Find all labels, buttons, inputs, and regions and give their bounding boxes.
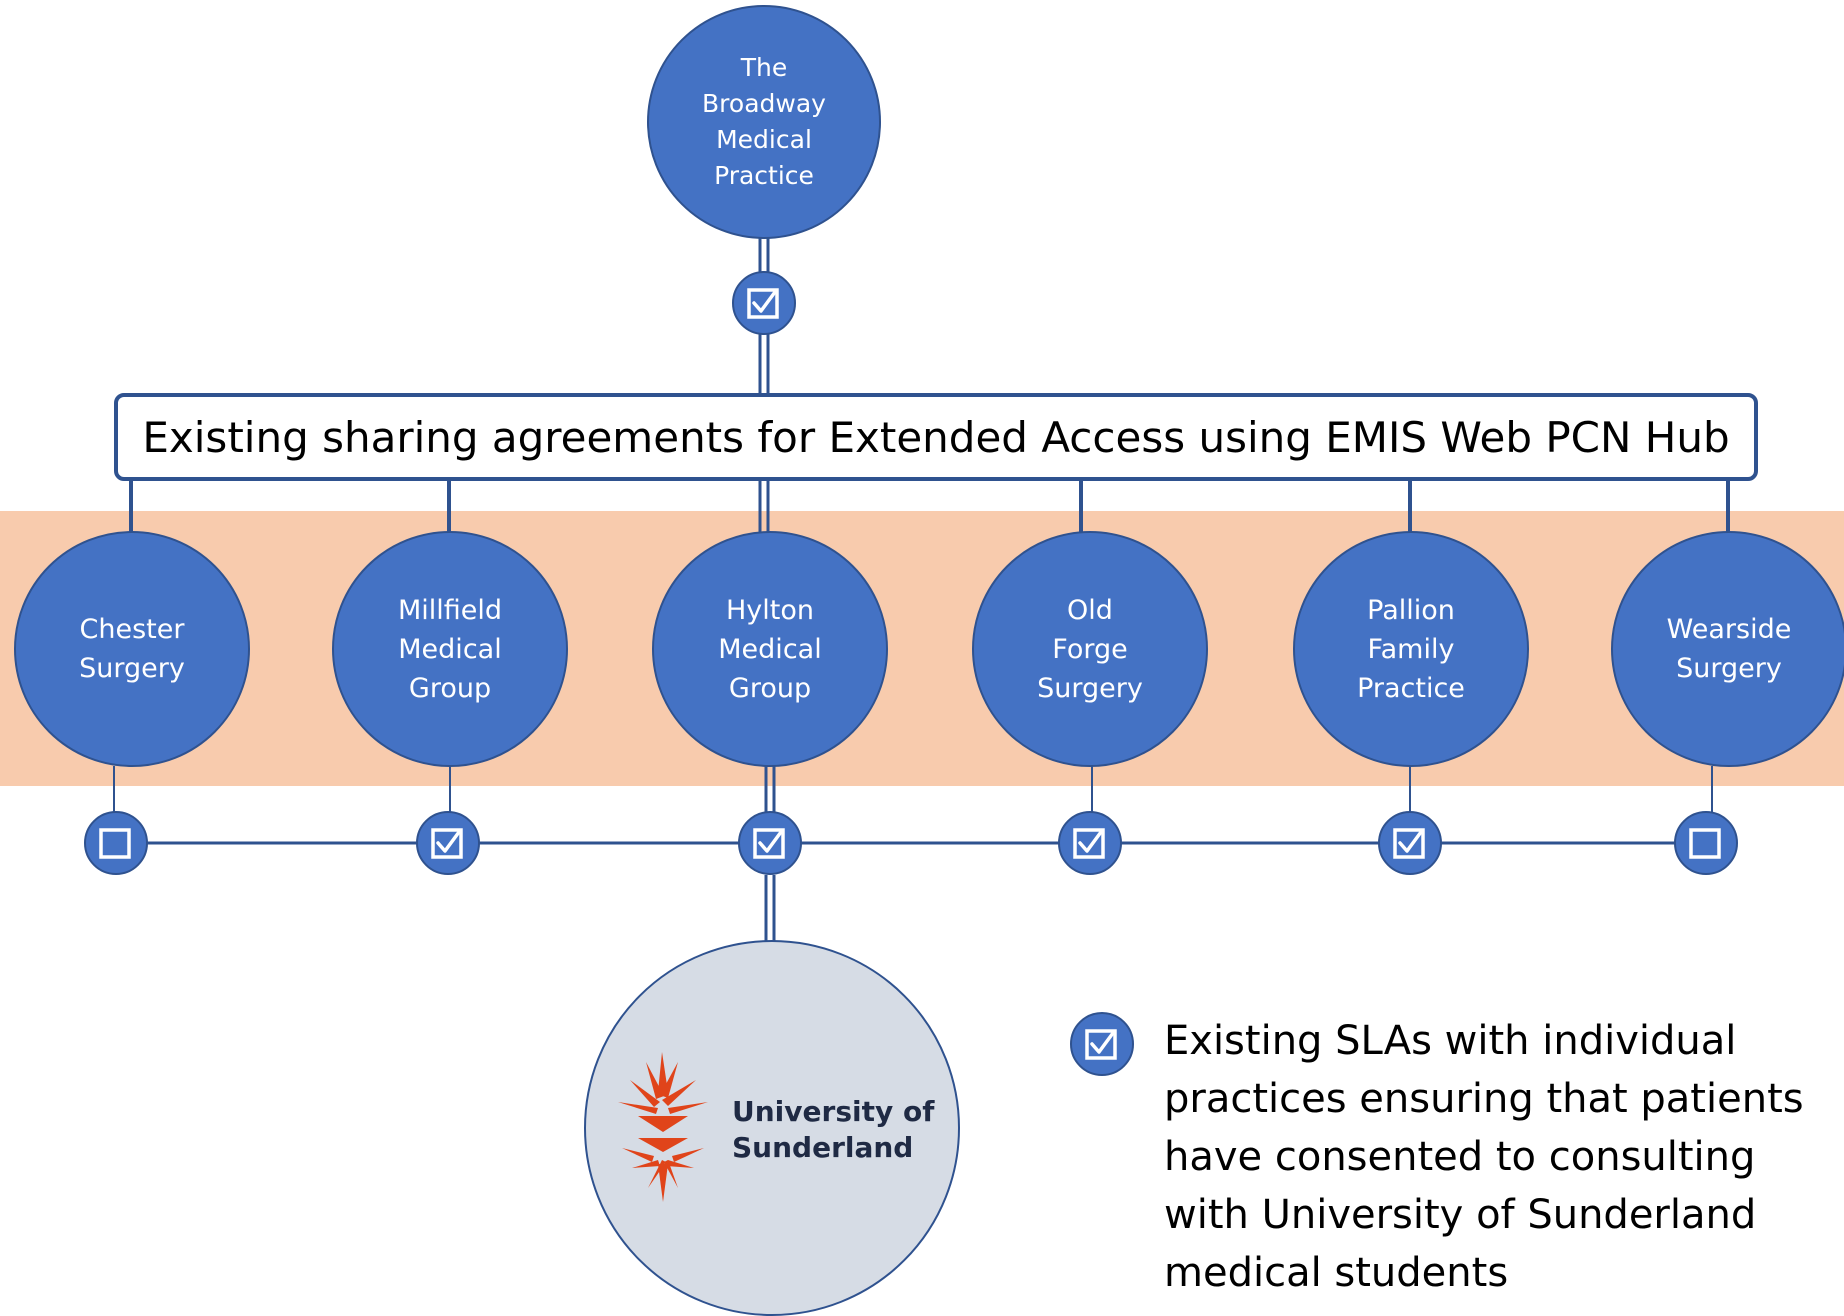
practice-pallion-family-practice: Pallion Family Practice: [1293, 531, 1529, 767]
university-logo-text: University of Sunderland: [732, 1095, 935, 1164]
practices-band: [0, 511, 1844, 786]
practice-old-forge-surgery: Old Forge Surgery: [972, 531, 1208, 767]
checkbox-checked-icon: [416, 811, 480, 875]
practice-hylton-medical-group: Hylton Medical Group: [652, 531, 888, 767]
practice-label: Wearside Surgery: [1666, 614, 1792, 684]
legend-text: Existing SLAs with individual practices …: [1164, 1018, 1804, 1296]
legend-checkbox-checked-icon: [1070, 1012, 1134, 1076]
practice-label: Hylton Medical Group: [718, 594, 822, 704]
university-node: University of Sunderland: [584, 940, 960, 1316]
practice-label: Millfield Medical Group: [397, 594, 503, 704]
checkbox-checked-icon: [1378, 811, 1442, 875]
broadway-label: The Broadway Medical Practice: [702, 53, 826, 190]
broadway-medical-practice-node: The Broadway Medical Practice: [647, 5, 881, 239]
practice-label: Chester Surgery: [79, 614, 185, 684]
practice-label: Old Forge Surgery: [1037, 594, 1143, 704]
checkbox-checked-icon: [738, 811, 802, 875]
practice-label: Pallion Family Practice: [1357, 594, 1465, 704]
practice-wearside-surgery: Wearside Surgery: [1611, 531, 1844, 767]
practice-chester-surgery: Chester Surgery: [14, 531, 250, 767]
hub-label: Existing sharing agreements for Extended…: [142, 412, 1730, 462]
checkbox-checked-icon: [732, 271, 796, 335]
checkbox-checked-icon: [1058, 811, 1122, 875]
practice-millfield-medical-group: Millfield Medical Group: [332, 531, 568, 767]
hub-box: Existing sharing agreements for Extended…: [114, 393, 1758, 481]
checkbox-unchecked-icon: [84, 811, 148, 875]
checkbox-unchecked-icon: [1674, 811, 1738, 875]
university-logo-icon: [618, 1052, 708, 1202]
